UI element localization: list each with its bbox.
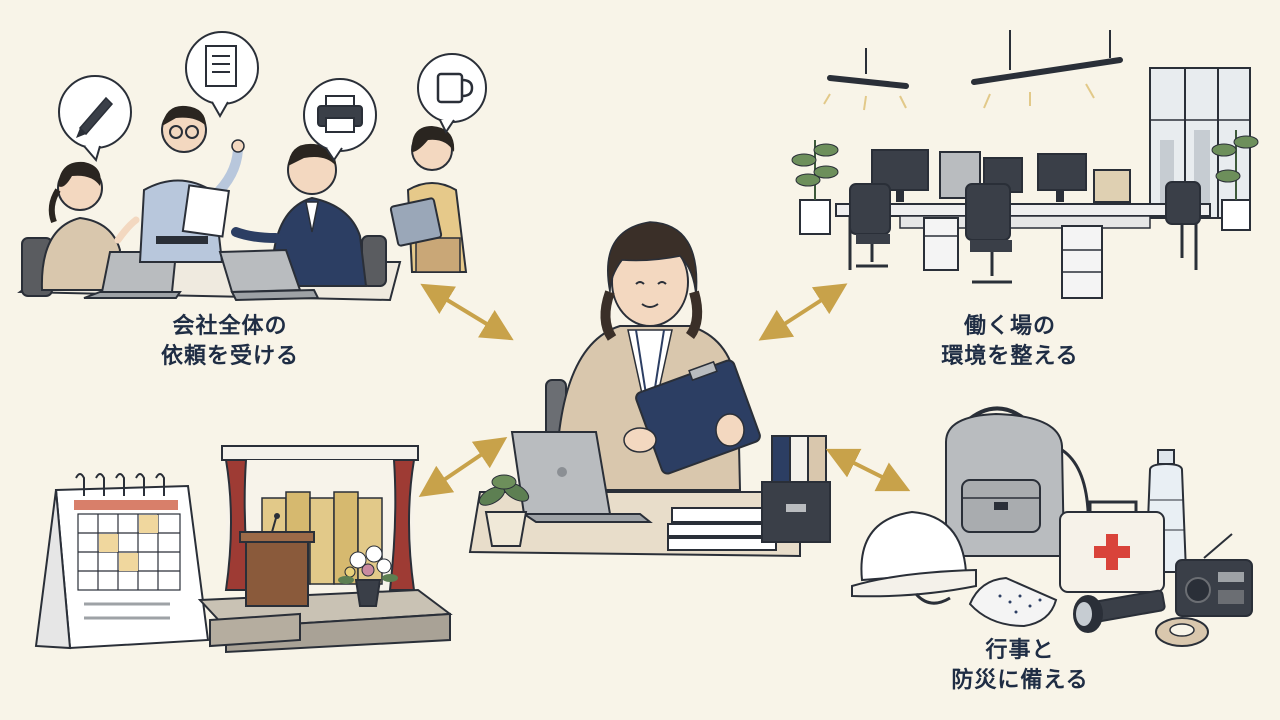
arrow-top-left (420, 283, 514, 341)
flower-arrangement (338, 545, 398, 607)
plant-right (1211, 130, 1259, 231)
label-events-disaster: 行事と 防災に備える (910, 636, 1130, 696)
label-requests-line-1: 会社全体の (172, 314, 288, 339)
flashlight (1073, 589, 1166, 633)
person-man-glasses (138, 105, 245, 263)
label-requests: 会社全体の 依頼を受ける (120, 312, 340, 372)
label-environment-line-1: 働く場の (963, 314, 1056, 339)
bubble-pen (58, 75, 132, 163)
center-admin-scene (468, 221, 831, 558)
first-aid-kit (1059, 500, 1165, 593)
tape-roll (1155, 617, 1209, 647)
bubble-mug (417, 53, 487, 134)
connection-arrows (418, 283, 911, 497)
backpack (945, 406, 1090, 557)
center-laptop (510, 431, 653, 523)
bubble-printer (303, 78, 377, 162)
laptop-right (218, 248, 320, 302)
plant-left (791, 140, 839, 235)
label-environment-line-2: 環境を整える (941, 344, 1079, 369)
disaster-prep-scene (851, 406, 1253, 647)
arrow-bottom-left (418, 437, 508, 497)
label-requests-line-2: 依頼を受ける (160, 344, 299, 369)
arrow-top-right (758, 283, 848, 341)
person-woman-left (40, 161, 140, 291)
label-events-disaster-line-2: 防災に備える (951, 668, 1089, 693)
desk-calendar (34, 473, 210, 650)
monitors (871, 149, 1131, 203)
hard-hat (851, 510, 977, 605)
ceremony-stage (197, 445, 453, 654)
meeting-scene (17, 31, 487, 302)
person-woman-tablet (389, 126, 468, 273)
printer-icon (317, 95, 363, 133)
arrow-bottom-right (825, 448, 911, 492)
mug-icon (436, 72, 474, 104)
office-environment-scene (791, 30, 1259, 299)
office-chairs (849, 181, 1201, 284)
drawer-cabinets (923, 217, 1103, 299)
paper-tray (667, 507, 777, 551)
label-environment: 働く場の 環境を整える (900, 312, 1120, 372)
work-gloves (968, 576, 1058, 628)
podium (239, 513, 315, 607)
document-icon (205, 45, 237, 87)
pen-icon (76, 96, 114, 138)
laptop-left (83, 251, 182, 299)
bubble-document (185, 31, 259, 119)
person-man-suit (231, 143, 368, 287)
events-scene (34, 445, 453, 654)
label-events-disaster-line-1: 行事と (985, 638, 1055, 663)
file-binders (761, 435, 831, 543)
radio (1175, 533, 1253, 617)
